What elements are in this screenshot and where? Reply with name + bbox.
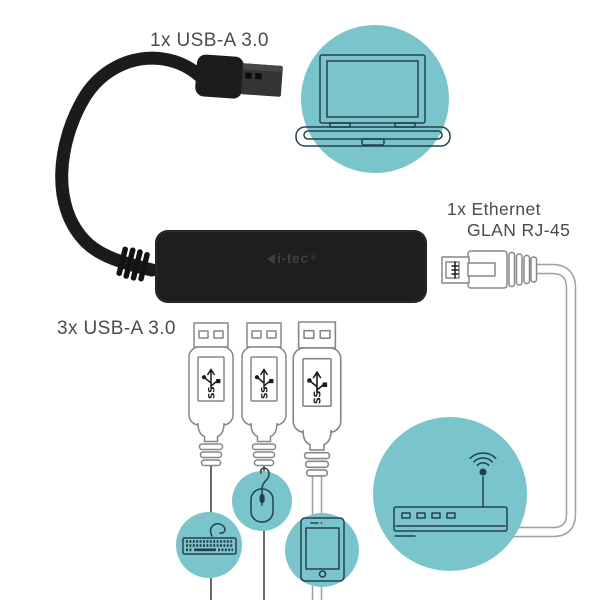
label-ethernet-line2: GLAN RJ-45 [467, 220, 571, 240]
registered-trademark: ® [310, 255, 317, 262]
plug-hole [254, 73, 262, 80]
keyboard-icon [182, 523, 237, 555]
strain-relief-boot [116, 246, 150, 282]
label-host-port: 1x USB-A 3.0 [150, 30, 269, 51]
laptop-circle [301, 25, 449, 173]
label-downstream-ports: 3x USB-A 3.0 [57, 318, 176, 339]
smartphone-icon [300, 517, 345, 582]
brand-logo-text: i-tec [277, 251, 309, 266]
usb-a-connector-icon [292, 321, 342, 477]
itec-leaf-icon [267, 253, 275, 264]
wifi-router-icon [393, 452, 508, 537]
host-cable [55, 51, 210, 282]
usb-a-connector-icon [188, 322, 234, 467]
laptop-icon [295, 54, 451, 147]
usb-plug [195, 54, 283, 99]
brand-logo: i-tec® [267, 251, 317, 266]
rj45-connector-icon [441, 250, 538, 289]
hub-device [155, 230, 427, 303]
router-circle [373, 417, 527, 571]
smartphone-circle [285, 513, 359, 587]
usb-a-connector-icon [241, 322, 287, 467]
mouse-icon [250, 467, 274, 523]
plug-hole [244, 72, 252, 79]
ethernet-cable [512, 263, 577, 538]
label-ethernet-line1: 1x Ethernet [447, 199, 541, 219]
